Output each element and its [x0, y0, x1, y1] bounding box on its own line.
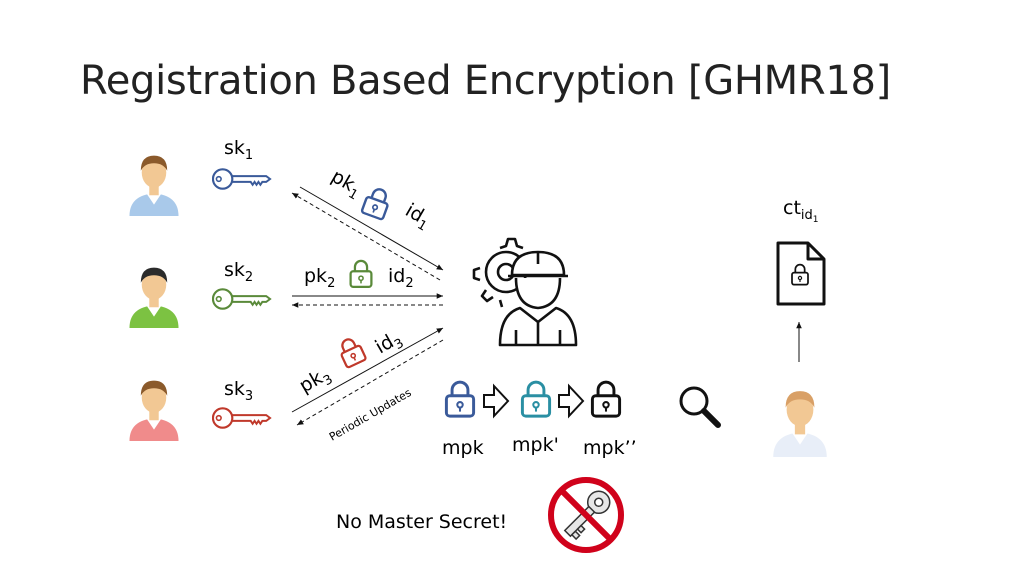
- id-3-label: id3: [372, 326, 407, 361]
- sk-3-label: sk3: [224, 378, 253, 404]
- svg-text:id2: id2: [388, 265, 414, 291]
- svg-text:sk2: sk2: [224, 259, 253, 285]
- pk-2-label: pk2: [304, 265, 335, 291]
- svg-text:sk3: sk3: [224, 378, 253, 404]
- mpk-arrow-2-icon: [558, 383, 585, 419]
- sk-1-label: sk1: [224, 137, 253, 163]
- svg-text:pk1: pk1: [326, 165, 366, 203]
- no-master-secret-label: No Master Secret!: [336, 511, 507, 533]
- user-1-avatar-icon: [129, 155, 179, 216]
- id-1-label: id1: [400, 199, 435, 234]
- lock-3-icon: [335, 334, 368, 370]
- arrow-update-to-user1: [291, 192, 441, 281]
- svg-text:pk2: pk2: [304, 265, 335, 291]
- svg-text:ctid1: ctid1: [783, 197, 819, 225]
- search-icon: [679, 386, 721, 428]
- mpk-arrow-1-icon: [483, 383, 510, 419]
- mpk-label: mpk: [442, 437, 484, 459]
- sk-2-label: sk2: [224, 259, 253, 285]
- mpk-double-prime-lock-icon: [590, 380, 622, 418]
- mpk-double-prime-label: mpk’’: [583, 437, 637, 459]
- svg-text:id3: id3: [372, 326, 407, 361]
- page-title: Registration Based Encryption [GHMR18]: [80, 58, 891, 104]
- mpk-prime-label: mpk': [512, 434, 559, 456]
- svg-text:sk1: sk1: [224, 137, 253, 163]
- mpk-prime-lock-icon: [520, 380, 552, 418]
- mpk-lock-icon: [444, 380, 476, 418]
- key-1-icon: [212, 168, 272, 190]
- arrow-pk1-to-curator: [299, 186, 444, 271]
- arrow-update-to-user3: [296, 339, 444, 426]
- svg-text:pk3: pk3: [296, 363, 336, 401]
- arrow-pk3-to-curator: [291, 327, 444, 413]
- pk-1-label: pk1: [326, 165, 366, 203]
- ciphertext-label: ctid1: [783, 197, 819, 225]
- lock-1-icon: [360, 184, 394, 222]
- user-3-avatar-icon: [129, 380, 179, 441]
- periodic-updates-label: Periodic Updates: [327, 386, 414, 444]
- pk-3-label: pk3: [296, 363, 336, 401]
- no-master-key-icon: [548, 477, 624, 553]
- key-curator-icon: [472, 237, 578, 347]
- id-2-label: id2: [388, 265, 414, 291]
- key-2-icon: [212, 288, 272, 310]
- receiver-avatar-icon: [773, 391, 827, 457]
- svg-text:Periodic Updates: Periodic Updates: [327, 386, 414, 444]
- lock-2-icon: [349, 259, 373, 288]
- svg-text:id1: id1: [400, 199, 435, 234]
- key-3-icon: [212, 407, 272, 429]
- user-2-avatar-icon: [129, 267, 179, 328]
